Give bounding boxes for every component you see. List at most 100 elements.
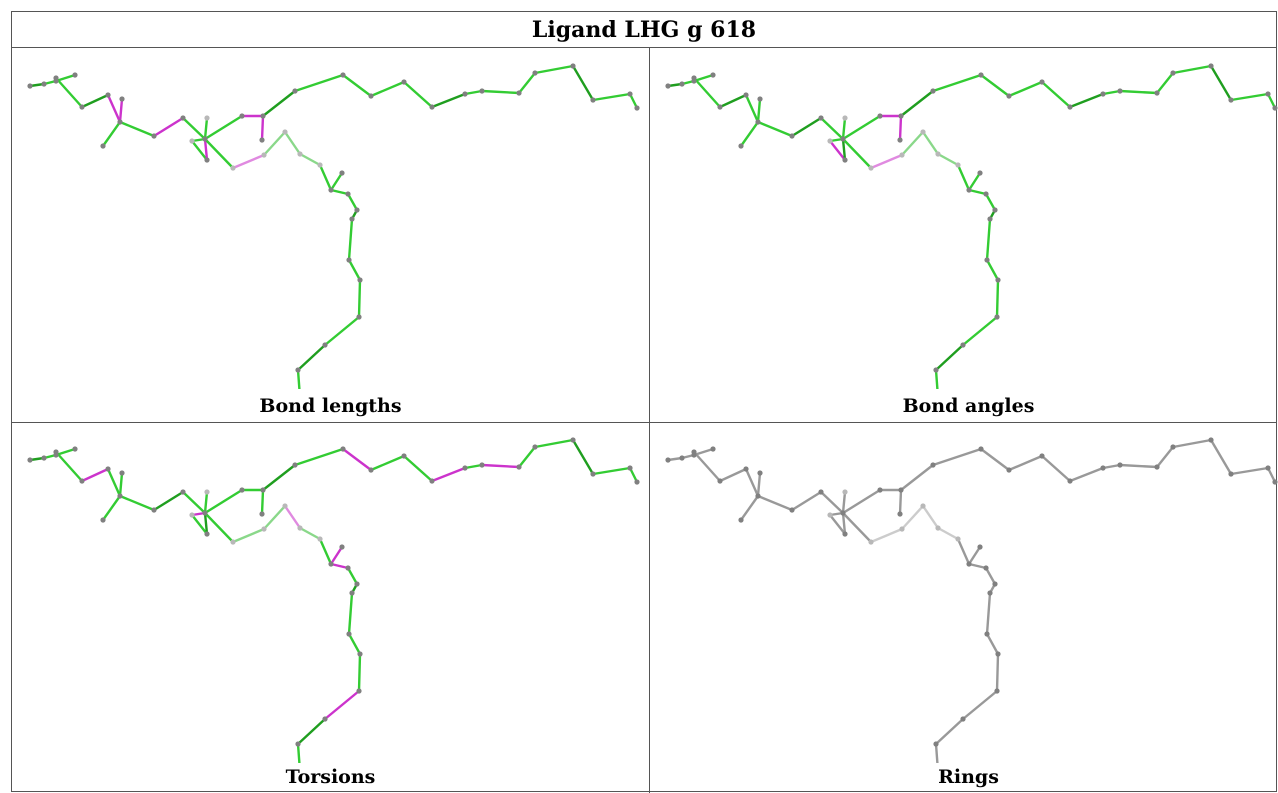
- bond: [1209, 438, 1233, 476]
- bond: [931, 73, 983, 93]
- bond: [118, 494, 156, 512]
- atom: [261, 152, 267, 158]
- atom: [977, 170, 983, 176]
- bond: [293, 447, 345, 467]
- atom: [738, 143, 744, 149]
- atom: [41, 81, 47, 87]
- panel-rings: Rings: [650, 423, 1278, 793]
- atom: [119, 96, 125, 102]
- bond: [900, 130, 925, 157]
- bond: [628, 92, 639, 110]
- atom: [204, 115, 210, 121]
- bond: [118, 471, 124, 498]
- bond: [628, 466, 639, 484]
- atom: [260, 113, 266, 119]
- bond: [118, 97, 124, 124]
- atom: [189, 138, 195, 144]
- bond: [934, 343, 965, 372]
- atom: [1265, 465, 1271, 471]
- atom: [743, 92, 749, 98]
- atom: [920, 503, 926, 509]
- atom: [356, 688, 362, 694]
- atom: [354, 207, 360, 213]
- atom: [349, 590, 355, 596]
- atom: [992, 207, 998, 213]
- atom: [1154, 464, 1160, 470]
- bond: [80, 93, 110, 109]
- atom: [665, 457, 671, 463]
- atom: [230, 165, 236, 171]
- bond: [1101, 89, 1122, 96]
- atom: [295, 741, 301, 747]
- bond: [571, 64, 595, 102]
- atom: [966, 187, 972, 193]
- atom: [710, 446, 716, 452]
- atom: [1100, 465, 1106, 471]
- atom: [710, 72, 716, 78]
- bond: [533, 64, 575, 75]
- atom: [1228, 97, 1234, 103]
- atom: [151, 133, 157, 139]
- bond: [118, 120, 156, 138]
- bond: [261, 463, 297, 492]
- atom: [297, 525, 303, 531]
- atom: [818, 115, 824, 121]
- molecule-torsions: [27, 437, 640, 763]
- bond: [203, 490, 209, 515]
- atom: [322, 342, 328, 348]
- atom: [634, 479, 640, 485]
- bond: [323, 315, 361, 347]
- atom: [691, 449, 697, 455]
- bond: [181, 116, 207, 141]
- bond: [260, 488, 265, 516]
- atom: [789, 507, 795, 513]
- bond: [739, 494, 760, 522]
- bond: [1229, 466, 1270, 476]
- atom: [1039, 79, 1045, 85]
- bond: [1171, 438, 1213, 449]
- atom: [230, 539, 236, 545]
- atom: [1117, 462, 1123, 468]
- bond: [329, 171, 344, 192]
- bond: [341, 73, 373, 98]
- bond: [956, 163, 971, 192]
- bond: [1155, 445, 1175, 469]
- atom: [1208, 63, 1214, 69]
- bond: [480, 89, 521, 95]
- bond: [1118, 463, 1159, 469]
- molecule-rings: [665, 437, 1278, 763]
- atom: [292, 88, 298, 94]
- bond: [790, 116, 823, 138]
- atom: [282, 129, 288, 135]
- atom: [295, 367, 301, 373]
- bond: [819, 490, 845, 515]
- bond: [921, 504, 940, 530]
- atom: [368, 93, 374, 99]
- bond: [718, 93, 748, 109]
- column-divider: [649, 48, 650, 793]
- atom: [897, 137, 903, 143]
- atom: [743, 466, 749, 472]
- bond: [152, 116, 185, 138]
- bond: [517, 71, 537, 95]
- atom: [345, 565, 351, 571]
- atom: [978, 72, 984, 78]
- bond: [985, 258, 1000, 282]
- atom: [987, 590, 993, 596]
- atom: [259, 511, 265, 517]
- bond: [203, 114, 244, 141]
- bond: [931, 447, 983, 467]
- atom: [357, 277, 363, 283]
- bond: [329, 562, 350, 570]
- bond: [329, 545, 344, 566]
- bond: [692, 450, 722, 483]
- bond: [298, 526, 322, 541]
- bond: [181, 490, 207, 515]
- atom: [357, 651, 363, 657]
- bond: [1101, 463, 1122, 470]
- bond: [967, 188, 988, 196]
- atom: [994, 314, 1000, 320]
- atom: [204, 157, 210, 163]
- bond: [936, 526, 960, 541]
- bond: [347, 258, 362, 282]
